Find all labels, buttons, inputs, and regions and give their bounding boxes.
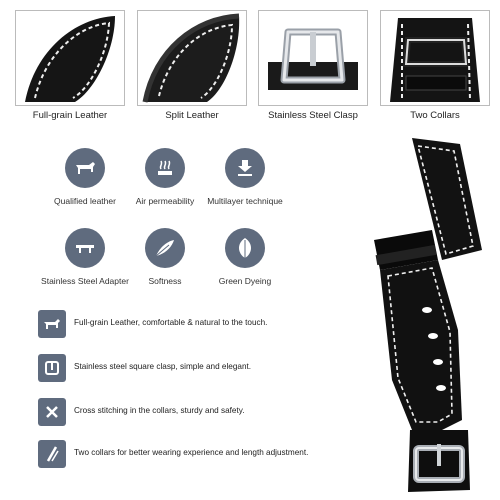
feature-air-permeability: Air permeability xyxy=(110,148,220,206)
feature-stainless-steel-adapter: Stainless Steel Adapter xyxy=(30,228,140,286)
leaf-icon xyxy=(225,228,265,268)
buckle-icon xyxy=(258,10,368,106)
feature-label: Multilayer technique xyxy=(207,196,283,206)
collar-icon xyxy=(380,10,490,106)
feature-multilayer-technique: Multilayer technique xyxy=(190,148,300,206)
bullet-text: Cross stitching in the collars, sturdy a… xyxy=(74,406,245,415)
feature-label: Green Dyeing xyxy=(218,276,272,286)
bullet-text: Two collars for better wearing experienc… xyxy=(74,448,309,457)
thumbnail-label: Full-grain Leather xyxy=(32,110,108,121)
cow-icon xyxy=(65,148,105,188)
feature-label: Stainless Steel Adapter xyxy=(41,276,129,286)
layers-icon xyxy=(225,148,265,188)
adapter-icon xyxy=(65,228,105,268)
thumbnail-full-grain-leather xyxy=(15,10,125,106)
thumbnail-label: Two Collars xyxy=(410,110,460,121)
buckle-icon xyxy=(38,354,66,382)
thumbnail-split-leather xyxy=(137,10,247,106)
collar-icon xyxy=(38,440,66,468)
air-icon xyxy=(145,148,185,188)
bullet-text: Stainless steel square clasp, simple and… xyxy=(74,362,252,371)
feature-label: Softness xyxy=(148,276,182,286)
cross-stitch-icon xyxy=(38,398,66,426)
feature-label: Air permeability xyxy=(135,196,195,206)
feature-green-dyeing: Green Dyeing xyxy=(190,228,300,286)
feature-qualified-leather: Qualified leather xyxy=(30,148,140,206)
feather-icon xyxy=(145,228,185,268)
thumbnail-label: Split Leather xyxy=(165,110,219,121)
bullet-text: Full-grain Leather, comfortable & natura… xyxy=(74,318,268,327)
thumbnail-stainless-steel-clasp xyxy=(258,10,368,106)
leather-corner-icon xyxy=(137,10,247,106)
feature-label: Qualified leather xyxy=(54,196,116,206)
leather-corner-icon xyxy=(15,10,125,106)
feature-softness: Softness xyxy=(110,228,220,286)
thumbnail-label: Stainless Steel Clasp xyxy=(268,110,358,121)
cow-icon xyxy=(38,310,66,338)
thumbnail-two-collars xyxy=(380,10,490,106)
watch-strap-image xyxy=(374,138,482,492)
